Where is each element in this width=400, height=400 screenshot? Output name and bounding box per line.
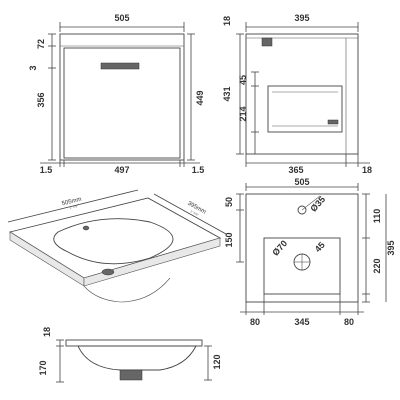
front-view: 505 72 3 356 449 1.5 497 1.5 (28, 13, 205, 175)
front-width-label: 505 (114, 13, 129, 23)
front-right-margin-label: 1.5 (192, 165, 205, 175)
basin-iso-width-note: 1" 7/8" (69, 204, 79, 210)
basin-plan-right-inner-label: 220 (372, 258, 382, 273)
side-view: 395 18 431 45 214 365 18 (222, 13, 372, 175)
basin-plan-view: 505 Ø35 Ø70 45 50 150 110 220 395 80 345… (224, 177, 396, 327)
basin-plan-right-top-label: 110 (372, 209, 382, 224)
front-gap-label: 3 (28, 65, 38, 70)
basin-iso-depth-note: 1" 5/8" (190, 209, 200, 217)
basin-section-bowl (77, 345, 197, 371)
side-wall-bracket (261, 37, 273, 47)
basin-plan-bowl-width-label: 345 (294, 317, 309, 327)
side-back-offset-label: 18 (362, 165, 372, 175)
side-inner-depth-label: 365 (288, 165, 303, 175)
basin-section-rim (65, 339, 203, 347)
basin-plan-right-margin-label: 80 (344, 317, 354, 327)
basin-iso-tap-hole (82, 225, 90, 231)
basin-section-waste (119, 369, 143, 381)
front-total-height-label: 449 (195, 90, 205, 105)
side-height-label: 431 (222, 86, 232, 101)
front-left-margin-label: 1.5 (40, 165, 53, 175)
basin-iso-width-label: 505mm (61, 197, 82, 208)
basin-section-view: 18 170 120 (38, 327, 222, 383)
basin-plan-left-margin-label: 80 (250, 317, 260, 327)
front-drawer-handle (100, 62, 140, 70)
front-top-band-label: 72 (36, 39, 46, 49)
side-top-thickness-label: 18 (222, 16, 232, 26)
basin-section-right-depth-label: 120 (212, 354, 222, 369)
basin-section-rim-label: 18 (42, 327, 52, 337)
side-drawer-height-label: 214 (238, 106, 248, 121)
side-upper-gap-label: 45 (238, 75, 248, 85)
basin-iso-bowl (53, 218, 174, 265)
front-drawer-height-label: 356 (36, 92, 46, 107)
basin-plan-width-label: 505 (294, 177, 309, 187)
side-drawer-box (267, 85, 343, 133)
basin-plan-waste-offset-label: 45 (313, 240, 327, 254)
basin-iso-depth-dimline (153, 193, 227, 235)
front-inner-width-label: 497 (114, 165, 129, 175)
basin-iso-waste (101, 268, 115, 276)
basin-iso-view: 505mm 1" 7/8" 395mm 1" 5/8" (7, 189, 227, 303)
basin-section-depth-label: 170 (38, 360, 48, 375)
basin-iso-width-dimline (7, 189, 139, 223)
basin-plan-side-height-label: 150 (224, 232, 234, 247)
side-drawer-handle (327, 119, 339, 125)
side-depth-label: 395 (294, 13, 309, 23)
basin-plan-top-offset-label: 50 (224, 197, 234, 207)
basin-plan-total-depth-label: 395 (386, 240, 396, 255)
